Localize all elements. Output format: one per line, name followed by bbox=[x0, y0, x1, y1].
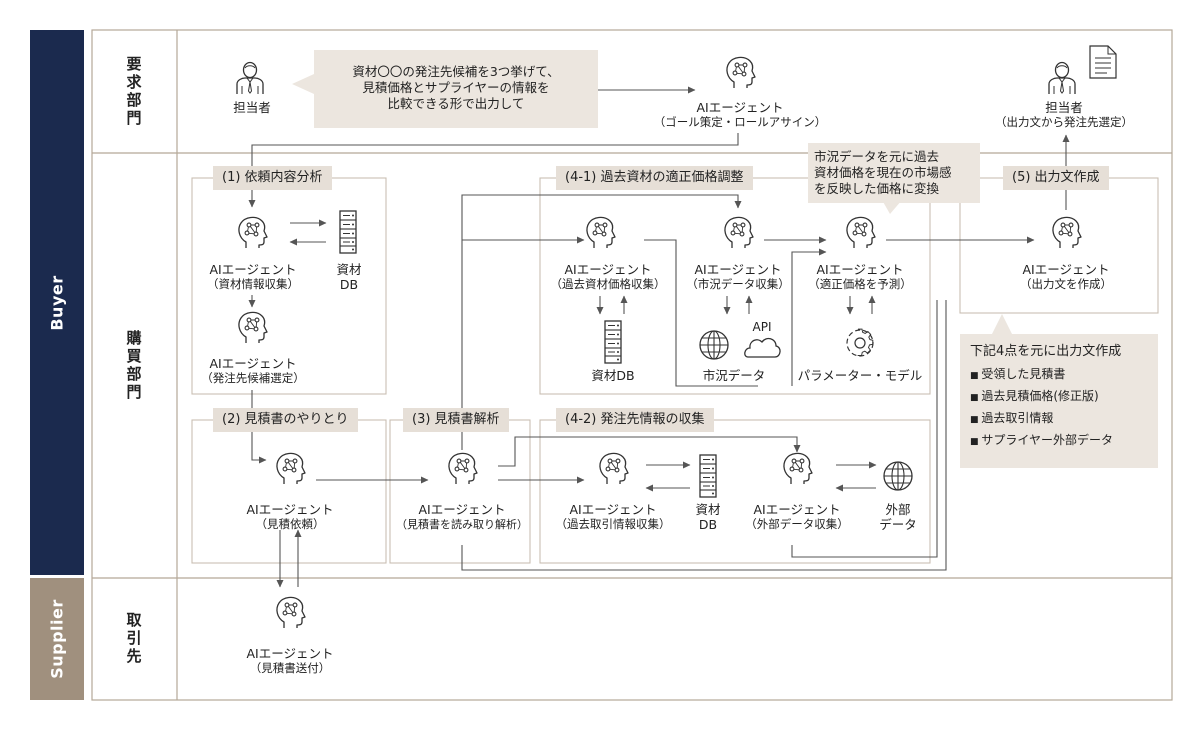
cloud-icon bbox=[744, 337, 781, 358]
person-left-label: 担当者 bbox=[233, 100, 271, 115]
agent-past-trade-label: AIエージェント（過去取引情報収集） bbox=[555, 502, 671, 531]
output-note-item: サプライヤー外部データ bbox=[970, 430, 1148, 452]
db-material-2-label: 資材DB bbox=[591, 368, 635, 383]
request-bubble: 資材〇〇の発注先候補を3つ挙げて、 見積価格とサプライヤーの情報を 比較できる形… bbox=[314, 50, 598, 128]
person-icon-left bbox=[236, 61, 264, 95]
request-line-3: 比較できる形で出力して bbox=[387, 96, 525, 111]
external-data-label: 外部データ bbox=[879, 502, 917, 532]
agent-predict-label: AIエージェント（適正価格を予測） bbox=[808, 262, 912, 291]
output-note-heading: 下記4点を元に出力文作成 bbox=[970, 344, 1122, 359]
db-icon-material-2 bbox=[604, 320, 622, 364]
output-note: 下記4点を元に出力文作成 受領した見積書 過去見積価格(修正版) 過去取引情報 … bbox=[960, 334, 1158, 468]
gear-icon bbox=[846, 328, 874, 357]
agent-output-label: AIエージェント（出力文を作成） bbox=[1020, 262, 1112, 291]
globe-icon-external bbox=[883, 461, 913, 491]
agent-market-label: AIエージェント（市況データ収集） bbox=[686, 262, 790, 291]
dept-request: 要求部門 bbox=[124, 55, 143, 128]
ai-agent-icon-past-trade bbox=[599, 452, 629, 485]
ai-agent-icon-output bbox=[1052, 216, 1082, 249]
ai-agent-icon-quote bbox=[276, 452, 306, 485]
agent-goal-label: AIエージェント（ゴール策定・ロールアサイン） bbox=[653, 100, 827, 129]
buyer-label: Buyer bbox=[47, 274, 67, 331]
output-note-item: 過去取引情報 bbox=[970, 408, 1148, 430]
params-label: パラメーター・モデル bbox=[797, 368, 923, 383]
person-icon-right bbox=[1048, 61, 1076, 95]
market-bubble: 市況データを元に過去 資材価格を現在の市場感 を反映した価格に変換 bbox=[808, 143, 980, 203]
step-tag-4-2: (4-2) 発注先情報の収集 bbox=[556, 408, 714, 432]
globe-icon-market bbox=[699, 330, 729, 360]
bubble-pointer bbox=[292, 74, 314, 94]
db-icon-material bbox=[339, 210, 357, 254]
ai-agent-icon-supplier bbox=[276, 596, 306, 629]
document-icon bbox=[1089, 45, 1117, 79]
step3-box bbox=[389, 419, 531, 564]
step-tag-1: (1) 依頼内容分析 bbox=[213, 166, 332, 190]
api-label: API bbox=[752, 320, 772, 334]
agent-collect-label: AIエージェント（資材情報収集） bbox=[207, 262, 299, 291]
supplier-band bbox=[30, 578, 84, 700]
request-line-2: 見積価格とサプライヤーの情報を bbox=[362, 80, 550, 95]
output-note-item: 受領した見積書 bbox=[970, 364, 1148, 386]
supplier-label: Supplier bbox=[47, 599, 67, 679]
agent-parse-label: AIエージェント（見積書を読み取り解析） bbox=[396, 502, 528, 531]
step4-2-box bbox=[539, 419, 931, 564]
ai-agent-icon-goal bbox=[726, 56, 756, 89]
agent-quote-label: AIエージェント（見積依頼） bbox=[246, 502, 334, 531]
ai-agent-icon-select bbox=[238, 311, 268, 344]
market-data-label: 市況データ bbox=[702, 368, 766, 383]
agent-external-label: AIエージェント（外部データ収集） bbox=[745, 502, 849, 531]
market-line-1: 市況データを元に過去 bbox=[814, 149, 940, 164]
ai-agent-icon-past-price bbox=[586, 216, 616, 249]
agent-past-price-label: AIエージェント（過去資材価格収集） bbox=[550, 262, 666, 291]
step-tag-2: (2) 見積書のやりとり bbox=[213, 408, 358, 432]
step-tag-4-1: (4-1) 過去資材の適正価格調整 bbox=[556, 166, 753, 190]
step2-box bbox=[191, 419, 387, 564]
lane-frame bbox=[91, 29, 1173, 701]
market-line-3: を反映した価格に変換 bbox=[814, 181, 940, 196]
ai-agent-icon-market bbox=[724, 216, 754, 249]
db-icon-trade bbox=[699, 454, 717, 498]
agent-select-label: AIエージェント（発注先候補選定） bbox=[201, 356, 305, 385]
person-right-label: 担当者（出力文から発注先選定） bbox=[995, 100, 1133, 129]
ai-agent-icon-external bbox=[783, 452, 813, 485]
step-tag-5: (5) 出力文作成 bbox=[1003, 166, 1109, 190]
ai-agent-icon-parse bbox=[448, 452, 478, 485]
market-bubble-pointer bbox=[882, 200, 902, 214]
dept-purchase: 購買部門 bbox=[124, 329, 143, 402]
market-line-2: 資材価格を現在の市場感 bbox=[814, 165, 952, 180]
ai-agent-icon-collect bbox=[238, 216, 268, 249]
step-tag-3: (3) 見積書解析 bbox=[403, 408, 509, 432]
output-note-item: 過去見積価格(修正版) bbox=[970, 386, 1148, 408]
ai-agent-icon-predict bbox=[846, 216, 876, 249]
dept-supplier: 取引先 bbox=[124, 612, 143, 666]
buyer-band bbox=[30, 30, 84, 575]
step5-box bbox=[959, 177, 1159, 314]
request-line-1: 資材〇〇の発注先候補を3つ挙げて、 bbox=[352, 64, 560, 79]
agent-supplier-label: AIエージェント（見積書送付） bbox=[246, 646, 334, 675]
